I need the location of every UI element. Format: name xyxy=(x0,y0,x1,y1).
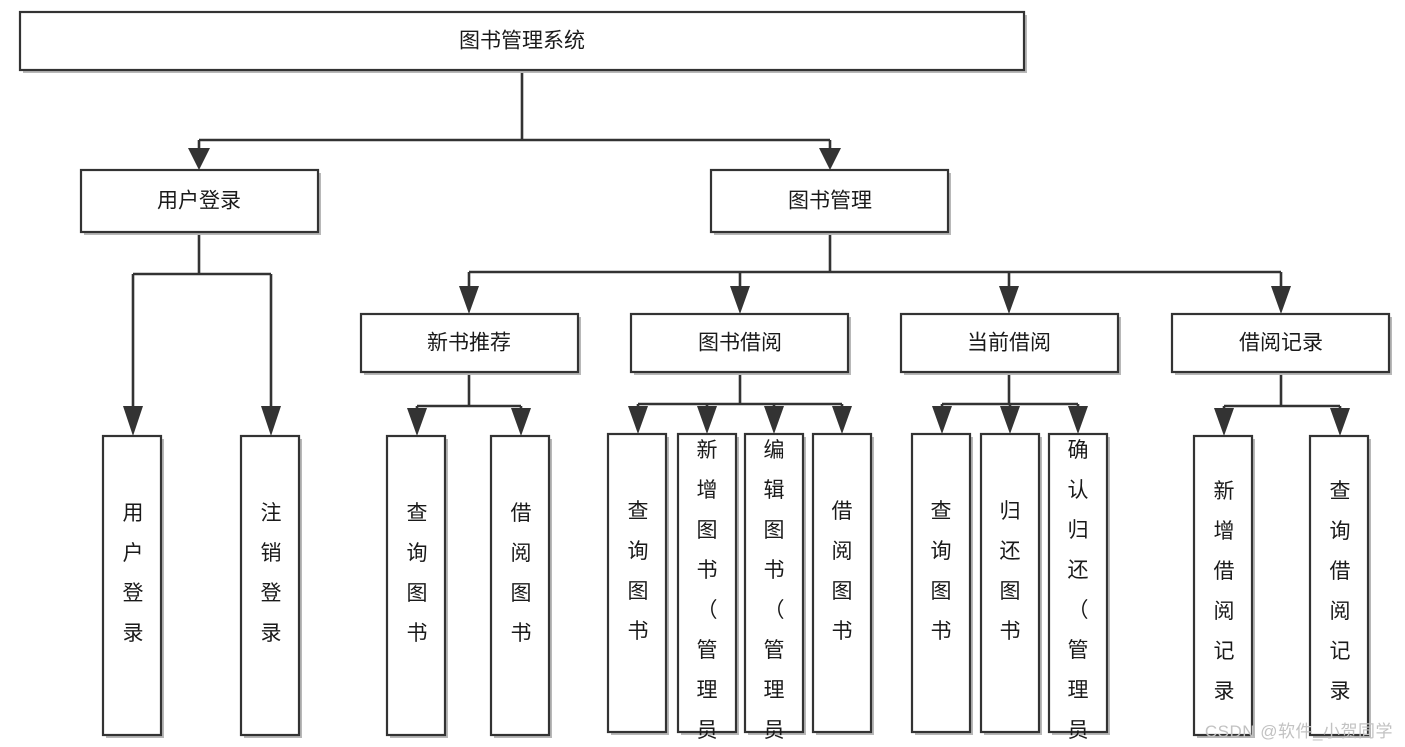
csdn-watermark: CSDN @软件_小贺同学 xyxy=(1204,722,1393,741)
leaf-query-record-rect[interactable] xyxy=(1308,434,1370,737)
leaf-query-book-1-rect[interactable] xyxy=(385,434,447,737)
node-leaf-confirm-return[interactable]: 确认归还（管理员） xyxy=(1047,432,1110,747)
current-borrow-label: 当前借阅 xyxy=(967,332,1051,355)
node-leaf-user-logout[interactable]: 注销登录 xyxy=(239,434,302,738)
arrowhead-leaf-query-book-3 xyxy=(932,406,952,434)
leaf-query-book-3-rect[interactable] xyxy=(910,432,972,734)
node-leaf-add-book[interactable]: 新增图书（管理员） xyxy=(676,432,739,747)
node-book-manage[interactable]: 图书管理 xyxy=(709,168,951,235)
leaf-borrow-book-1-rect[interactable] xyxy=(489,434,551,737)
root-rect[interactable] xyxy=(18,10,1026,72)
leaf-query-book-1-label: 查询图书 xyxy=(407,502,428,645)
node-leaf-borrow-book-2[interactable]: 借阅图书 xyxy=(811,432,874,735)
leaf-confirm-return-rect[interactable] xyxy=(1047,432,1109,734)
arrowhead-leaf-borrow-book-2 xyxy=(832,406,852,434)
node-leaf-query-book-2[interactable]: 查询图书 xyxy=(606,432,669,735)
arrowhead-leaf-return-book xyxy=(1000,406,1020,434)
arrowhead-leaf-add-book xyxy=(697,406,717,434)
leaf-return-book-label: 归还图书 xyxy=(1000,500,1021,643)
arrowhead-leaf-query-record xyxy=(1330,408,1350,436)
user-login-rect[interactable] xyxy=(79,168,320,234)
borrow-record-rect[interactable] xyxy=(1170,312,1391,374)
node-leaf-query-book-1[interactable]: 查询图书 xyxy=(385,434,448,738)
arrowhead-leaf-query-book-1 xyxy=(407,408,427,436)
node-leaf-add-record[interactable]: 新增借阅记录 xyxy=(1192,434,1255,738)
node-leaf-return-book[interactable]: 归还图书 xyxy=(979,432,1042,735)
node-leaf-query-record[interactable]: 查询借阅记录 xyxy=(1308,434,1371,738)
new-book-recommend-label: 新书推荐 xyxy=(427,332,511,355)
leaf-user-logout-rect[interactable] xyxy=(239,434,301,737)
arrowhead-leaf-query-book-2 xyxy=(628,406,648,434)
borrow-record-label: 借阅记录 xyxy=(1239,332,1323,355)
leaf-add-record-rect[interactable] xyxy=(1192,434,1254,737)
leaf-query-book-3-label: 查询图书 xyxy=(931,500,952,643)
leaf-add-book-label: 新增图书（管理员） xyxy=(697,439,718,747)
book-borrow-rect[interactable] xyxy=(629,312,850,374)
arrowhead-leaf-edit-book xyxy=(764,406,784,434)
node-leaf-user-login[interactable]: 用户登录 xyxy=(101,434,164,738)
leaf-query-book-2-rect[interactable] xyxy=(606,432,668,734)
new-book-recommend-rect[interactable] xyxy=(359,312,580,374)
leaf-query-book-2-label: 查询图书 xyxy=(628,500,649,643)
arrowhead-current-borrow xyxy=(999,286,1019,314)
node-leaf-query-book-3[interactable]: 查询图书 xyxy=(910,432,973,735)
node-leaf-edit-book[interactable]: 编辑图书（管理员） xyxy=(743,432,806,747)
leaf-edit-book-label: 编辑图书（管理员） xyxy=(764,439,785,747)
connector-layer xyxy=(123,70,1350,436)
node-new-book-recommend[interactable]: 新书推荐 xyxy=(359,312,581,375)
node-borrow-record[interactable]: 借阅记录 xyxy=(1170,312,1392,375)
node-book-borrow[interactable]: 图书借阅 xyxy=(629,312,851,375)
root-label: 图书管理系统 xyxy=(459,30,585,53)
arrowhead-leaf-confirm-return xyxy=(1068,406,1088,434)
arrowhead-leaf-user-login xyxy=(123,406,143,436)
node-root[interactable]: 图书管理系统 xyxy=(18,10,1027,73)
node-leaf-borrow-book-1[interactable]: 借阅图书 xyxy=(489,434,552,738)
book-manage-rect[interactable] xyxy=(709,168,950,234)
leaf-add-record-label: 新增借阅记录 xyxy=(1214,480,1235,703)
leaf-return-book-rect[interactable] xyxy=(979,432,1041,734)
arrowhead-book-borrow xyxy=(730,286,750,314)
leaf-query-record-label: 查询借阅记录 xyxy=(1330,480,1351,703)
leaf-borrow-book-1-label: 借阅图书 xyxy=(511,502,532,645)
leaf-borrow-book-2-label: 借阅图书 xyxy=(832,500,853,643)
current-borrow-rect[interactable] xyxy=(899,312,1120,374)
leaf-add-book-rect[interactable] xyxy=(676,432,738,734)
leaf-confirm-return-label: 确认归还（管理员） xyxy=(1068,439,1089,747)
node-current-borrow[interactable]: 当前借阅 xyxy=(899,312,1121,375)
arrowhead-user-login xyxy=(188,148,210,170)
node-user-login[interactable]: 用户登录 xyxy=(79,168,321,235)
arrowhead-borrow-record xyxy=(1271,286,1291,314)
arrowhead-leaf-add-record xyxy=(1214,408,1234,436)
leaf-borrow-book-2-rect[interactable] xyxy=(811,432,873,734)
arrowhead-leaf-user-logout xyxy=(261,406,281,436)
book-manage-label: 图书管理 xyxy=(788,190,872,213)
arrowhead-book-manage xyxy=(819,148,841,170)
book-borrow-label: 图书借阅 xyxy=(698,332,782,355)
leaf-user-login-label: 用户登录 xyxy=(123,502,144,645)
leaf-user-logout-label: 注销登录 xyxy=(261,502,282,645)
leaf-edit-book-rect[interactable] xyxy=(743,432,805,734)
arrowhead-leaf-borrow-book-1 xyxy=(511,408,531,436)
leaf-user-login-rect[interactable] xyxy=(101,434,163,737)
arrowhead-new-book-recommend xyxy=(459,286,479,314)
user-login-label: 用户登录 xyxy=(157,190,241,213)
